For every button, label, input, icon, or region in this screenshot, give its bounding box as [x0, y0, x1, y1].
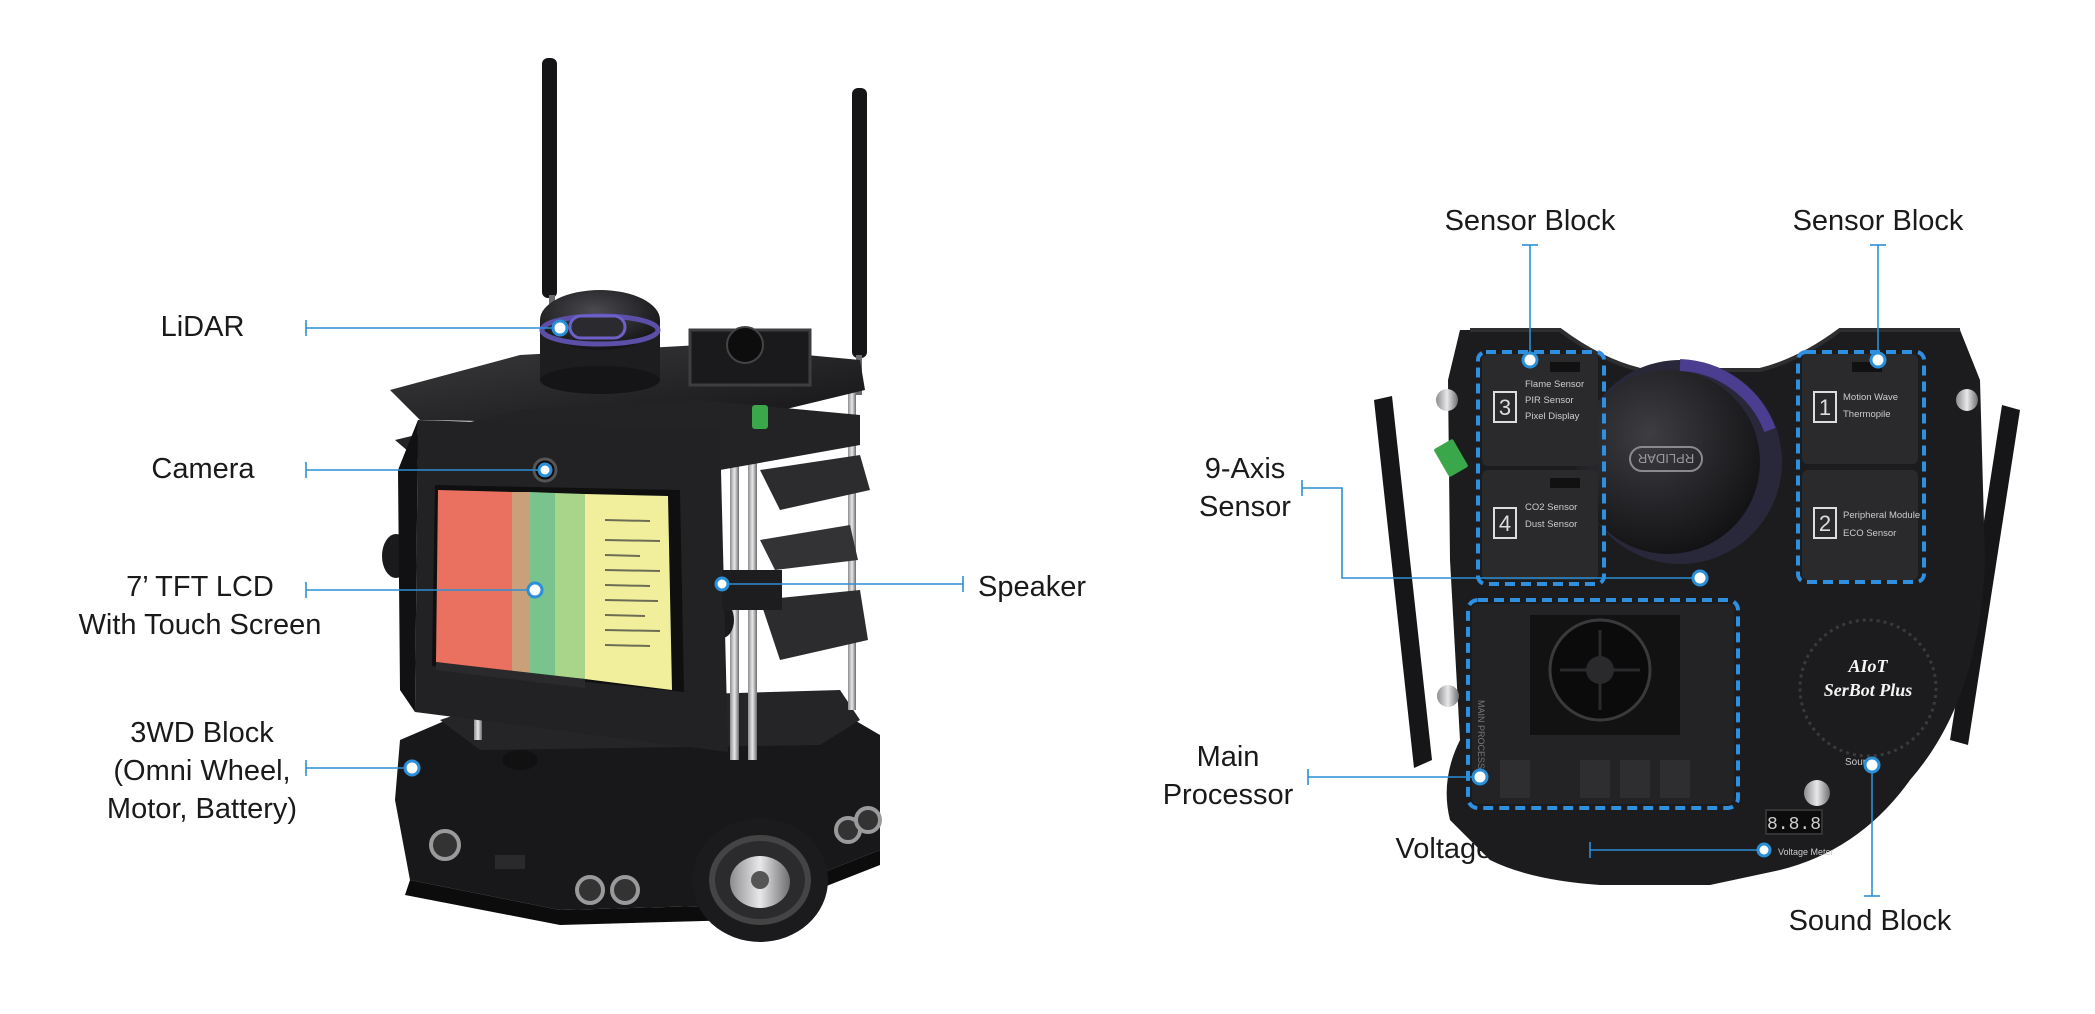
svg-text:1: 1	[1819, 395, 1831, 420]
svg-text:PIR Sensor: PIR Sensor	[1525, 395, 1574, 406]
svg-text:Flame Sensor: Flame Sensor	[1525, 379, 1584, 390]
label-main-processor: Main Processor	[1162, 741, 1294, 811]
sensor-block-left-outline	[1476, 350, 1606, 586]
label-sensor-block-right: Sensor Block	[1792, 205, 1964, 237]
callout-dot-sensor-right	[1869, 351, 1887, 369]
callout-dot-main-processor	[1471, 768, 1489, 786]
antenna-right	[852, 88, 867, 358]
svg-text:Voltage Meter: Voltage Meter	[1778, 847, 1834, 857]
antenna-left	[542, 58, 557, 298]
antenna-left-top	[1374, 396, 1432, 768]
label-lidar: LiDAR	[160, 311, 245, 343]
svg-text:CO2 Sensor: CO2 Sensor	[1525, 502, 1577, 513]
callout-dot-sensor-left	[1521, 351, 1539, 369]
svg-text:Pixel Display: Pixel Display	[1525, 411, 1580, 422]
lidar-unit	[539, 290, 661, 394]
sensor-block-left: 3 Flame Sensor PIR Sensor Pixel Display …	[1482, 354, 1598, 580]
label-sensor-block-left: Sensor Block	[1444, 205, 1616, 237]
sensor-block-right: 1 Motion Wave Thermopile 2 Peripheral Mo…	[1802, 354, 1920, 580]
callout-dot-9-axis	[1691, 569, 1709, 587]
seven-segment: 8.8.8	[1767, 815, 1821, 835]
svg-text:3: 3	[1499, 395, 1511, 420]
label-sound-block: Sound Block	[1788, 905, 1952, 937]
robot-right-image: RPLIDAR 3 Flame Sensor PIR Sensor Pixel …	[1374, 328, 2020, 885]
callout-dot-sound	[1863, 756, 1881, 774]
svg-text:Peripheral Module: Peripheral Module	[1843, 510, 1920, 521]
label-camera: Camera	[151, 453, 255, 485]
label-3wd-block: 3WD Block (Omni Wheel, Motor, Battery)	[106, 717, 298, 825]
omni-wheel	[692, 818, 828, 942]
svg-text:Thermopile: Thermopile	[1843, 409, 1891, 420]
callout-dot-lcd	[526, 581, 544, 599]
sensor-block-right-outline	[1796, 350, 1926, 584]
label-lcd: 7’ TFT LCD With Touch Screen	[78, 571, 322, 641]
svg-text:2: 2	[1819, 511, 1831, 536]
callout-dot-camera	[537, 462, 553, 478]
lidar-brand: RPLIDAR	[1638, 451, 1694, 466]
lidar-top: RPLIDAR	[1576, 359, 1782, 564]
svg-text:Dust Sensor: Dust Sensor	[1525, 519, 1577, 530]
callout-dot-voltage	[1756, 842, 1772, 858]
logo-aiot: AIoT	[1847, 656, 1888, 676]
svg-text:ECO Sensor: ECO Sensor	[1843, 528, 1896, 539]
svg-text:Sound: Sound	[1845, 757, 1874, 768]
callout-dot-speaker	[714, 576, 730, 592]
callout-dot-3wd	[403, 759, 421, 777]
robot-left-image	[382, 58, 882, 942]
logo-serbot: SerBot Plus	[1824, 680, 1913, 700]
label-speaker: Speaker	[978, 571, 1087, 603]
main-processor-outline	[1466, 598, 1740, 810]
svg-text:4: 4	[1499, 511, 1511, 536]
svg-text:MAIN PROCESSOR: MAIN PROCESSOR	[1476, 700, 1486, 783]
label-9-axis-sensor: 9-Axis Sensor	[1199, 453, 1291, 523]
sound-speaker-grille	[1798, 618, 1938, 758]
lcd-screen	[432, 485, 684, 692]
svg-text:Motion Wave: Motion Wave	[1843, 392, 1898, 403]
main-processor-board: MAIN PROCESSOR	[1472, 604, 1734, 804]
callout-dot-lidar	[551, 319, 569, 337]
